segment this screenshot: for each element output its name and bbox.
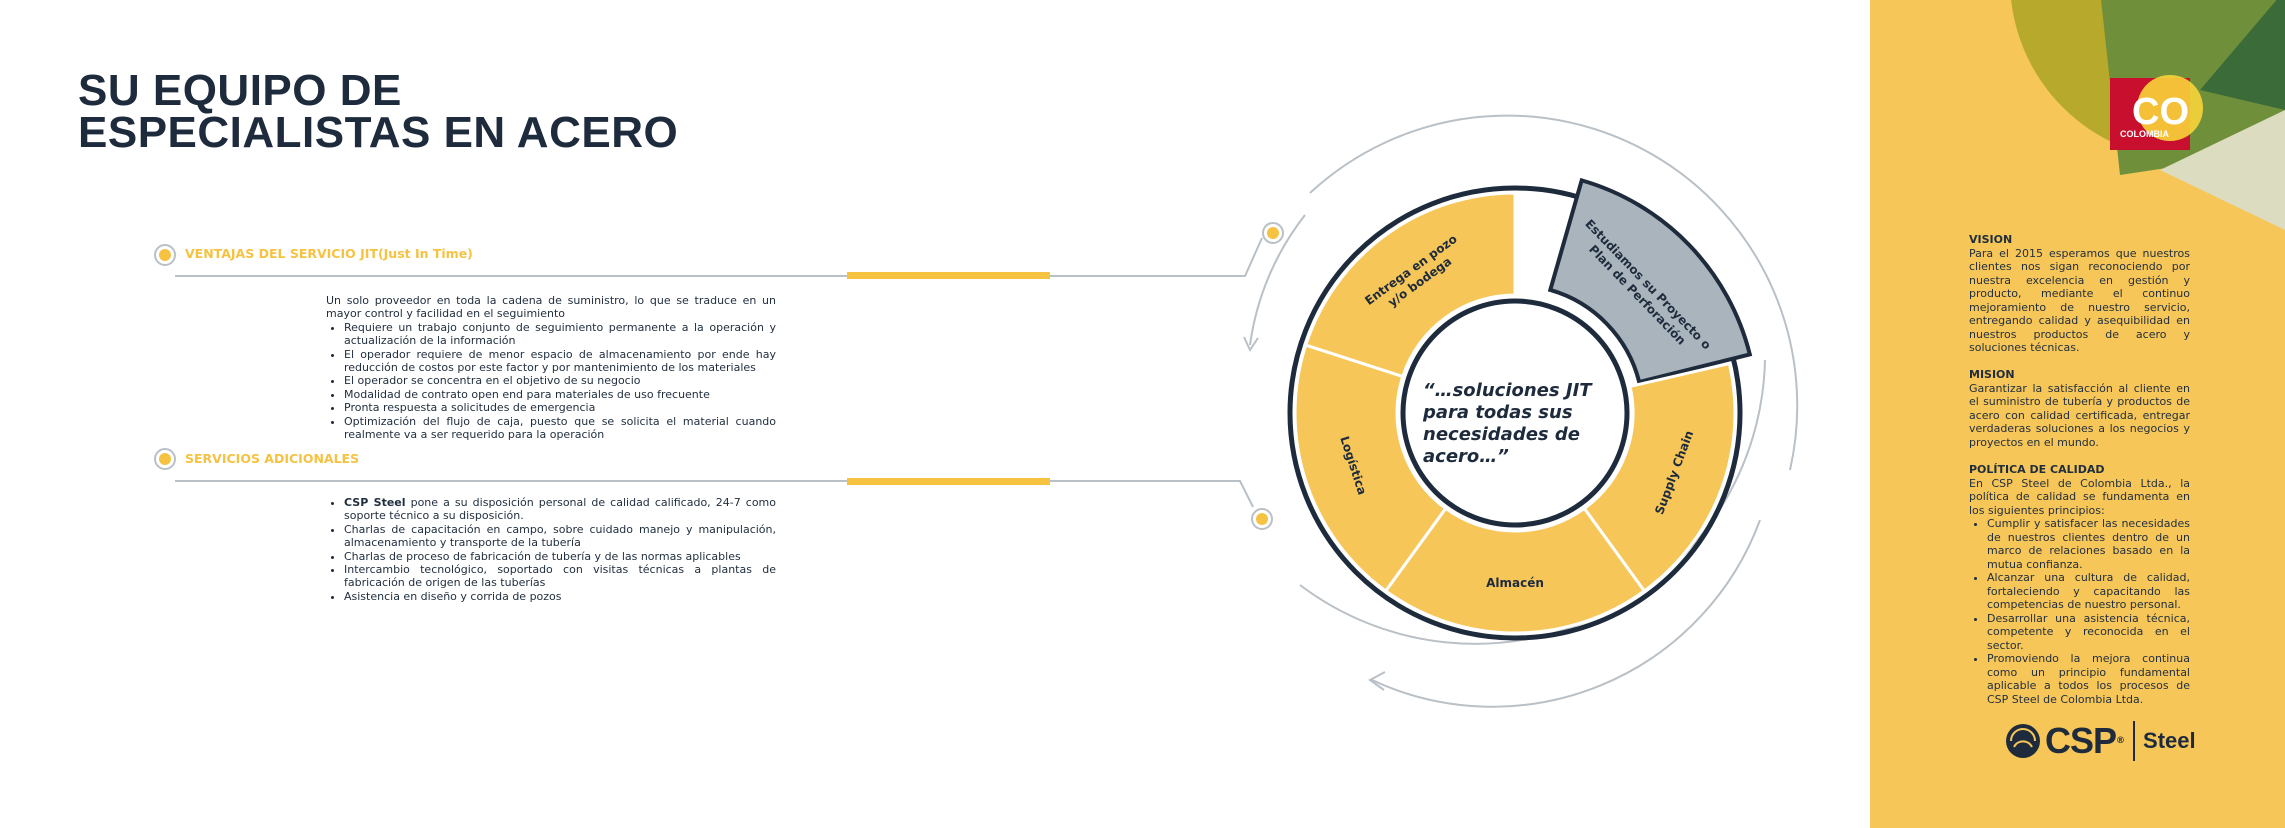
co-badge-ring xyxy=(2137,75,2203,141)
decor-dark-green-shape xyxy=(2200,0,2285,110)
cycle-diagram: Estudiamos su Proyecto oPlan de Perforac… xyxy=(1287,177,1753,641)
mision-block: MISION Garantizar la satisfacción al cli… xyxy=(1969,368,2190,449)
politica-text: En CSP Steel de Colombia Ltda., la polít… xyxy=(1969,476,2190,517)
mision-text: Garantizar la satisfacción al cliente en… xyxy=(1969,381,2190,449)
cycle-segment-label: Almacén xyxy=(1486,576,1544,590)
politica-block: POLÍTICA DE CALIDAD En CSP Steel de Colo… xyxy=(1969,463,2190,706)
section2-marker-dot xyxy=(159,453,171,465)
list-item: El operador requiere de menor espacio de… xyxy=(344,348,776,375)
list-item: CSP Steel pone a su disposición personal… xyxy=(344,496,776,523)
section-servicios-body: CSP Steel pone a su disposición personal… xyxy=(326,496,776,603)
list-item-text: pone a su disposición personal de calida… xyxy=(344,496,776,523)
co-badge-subtext: COLOMBIA xyxy=(2120,129,2169,139)
outer-arc-top xyxy=(1309,114,1799,471)
section-label-jit: VENTAJAS DEL SERVICIO JIT(Just In Time) xyxy=(185,246,473,261)
section-label-servicios: SERVICIOS ADICIONALES xyxy=(185,451,360,466)
cycle-segment xyxy=(1293,343,1448,594)
section-servicios-list: CSP Steel pone a su disposición personal… xyxy=(326,496,776,603)
sidebar-decoration: CO COLOMBIA xyxy=(2011,0,2285,230)
cycle-inner-ring xyxy=(1400,298,1630,528)
section1-accent-bar xyxy=(847,272,1050,279)
section2-accent-bar xyxy=(847,478,1050,485)
politica-list: Cumplir y satisfacer las necesidades de … xyxy=(1969,517,2190,706)
section-jit-list: Requiere un trabajo conjunto de seguimie… xyxy=(326,321,776,442)
brand-name: CSP Steel xyxy=(344,496,406,509)
list-item: Pronta respuesta a solicitudes de emerge… xyxy=(344,401,776,414)
page-title: SU EQUIPO DE ESPECIALISTAS EN ACERO xyxy=(78,66,679,157)
list-item: Intercambio tecnológico, soportado con v… xyxy=(344,563,776,590)
cycle-segment xyxy=(1547,177,1753,385)
list-item: Asistencia en diseño y corrida de pozos xyxy=(344,590,776,603)
cycle-marker-bottom xyxy=(1251,508,1273,530)
sidebar: CO COLOMBIA VISION Para el 2015 esperamo… xyxy=(1870,0,2285,828)
mision-heading: MISION xyxy=(1969,368,2015,381)
cycle-marker-top xyxy=(1262,222,1284,244)
list-item: Charlas de proceso de fabricación de tub… xyxy=(344,550,776,563)
diagram-graphics: Estudiamos su Proyecto oPlan de Perforac… xyxy=(154,114,1799,708)
vision-text: Para el 2015 esperamos que nuestros clie… xyxy=(1969,246,2190,355)
section1-marker-dot xyxy=(159,249,171,261)
section2-connector xyxy=(175,480,1254,508)
decor-light-shape xyxy=(2160,110,2285,230)
section1-marker xyxy=(154,244,176,266)
list-item: Desarrollar una asistencia técnica, comp… xyxy=(1987,612,2190,653)
cycle-segment xyxy=(1383,506,1647,635)
list-item: Modalidad de contrato open end para mate… xyxy=(344,388,776,401)
vision-block: VISION Para el 2015 esperamos que nuestr… xyxy=(1969,233,2190,355)
cycle-marker-top-dot xyxy=(1267,227,1279,239)
cycle-arrow-bottom xyxy=(1368,671,1386,691)
csp-logo-steel: Steel xyxy=(2143,728,2196,753)
logo-divider xyxy=(2133,721,2136,761)
title-line-1: SU EQUIPO DE xyxy=(78,66,402,115)
list-item: Requiere un trabajo conjunto de seguimie… xyxy=(344,321,776,348)
csp-steel-logo: CSP ® Steel xyxy=(2005,720,2196,762)
list-item: Cumplir y satisfacer las necesidades de … xyxy=(1987,517,2190,571)
title-line-2: ESPECIALISTAS EN ACERO xyxy=(78,108,679,157)
outer-arc-left xyxy=(1249,214,1306,346)
co-badge-text: CO xyxy=(2132,91,2189,133)
section1-connector xyxy=(175,237,1263,277)
csp-registered-mark: ® xyxy=(2116,736,2126,746)
section-jit-intro: Un solo proveedor en toda la cadena de s… xyxy=(326,294,776,321)
cycle-segment xyxy=(1582,361,1737,594)
cycle-marker-bottom-dot xyxy=(1256,513,1268,525)
section-jit-body: Un solo proveedor en toda la cadena de s… xyxy=(326,294,776,441)
cycle-arrow-left xyxy=(1243,336,1259,353)
list-item: Promoviendo la mejora continua como un p… xyxy=(1987,652,2190,706)
list-item: Charlas de capacitación en campo, sobre … xyxy=(344,523,776,550)
list-item: El operador se concentra en el objetivo … xyxy=(344,374,776,387)
list-item: Alcanzar una cultura de calidad, fortale… xyxy=(1987,571,2190,612)
cycle-outer-ring xyxy=(1287,185,1743,641)
csp-logo-text: CSP xyxy=(2045,720,2117,761)
csp-globe-icon xyxy=(2006,724,2040,758)
cycle-segment xyxy=(1303,191,1517,379)
vision-heading: VISION xyxy=(1969,233,2013,246)
section2-marker xyxy=(154,448,176,470)
outer-arc-bottom xyxy=(1371,519,1761,708)
politica-heading: POLÍTICA DE CALIDAD xyxy=(1969,463,2105,476)
list-item: Optimización del flujo de caja, puesto q… xyxy=(344,415,776,442)
